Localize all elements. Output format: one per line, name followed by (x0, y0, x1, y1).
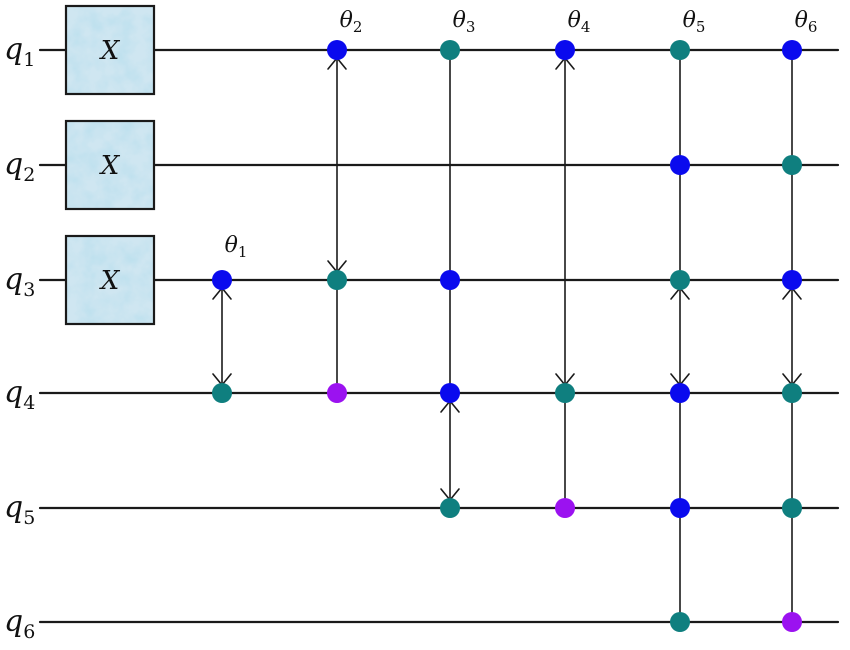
theta-symbol: θ (340, 8, 353, 33)
qubit-label-q4: q4 (4, 375, 35, 414)
dot-blue-q2-theta5 (670, 155, 690, 175)
dot-purple-q5-theta4 (555, 498, 575, 518)
qubit-label-q5: q5 (4, 490, 35, 529)
dot-blue-q5-theta5 (670, 498, 690, 518)
dot-teal-q1-theta5 (670, 40, 690, 60)
x-gate-label: X (99, 151, 121, 181)
dot-blue-q3-theta1 (212, 270, 232, 290)
dot-teal-q2-theta6 (782, 155, 802, 175)
theta-index: 4 (581, 18, 591, 36)
theta-label-3: θ3 (453, 8, 476, 36)
qubit-index: 5 (23, 507, 35, 529)
dot-blue-q4-theta3 (440, 383, 460, 403)
theta-label-1: θ1 (225, 233, 248, 261)
qubit-index: 3 (23, 279, 35, 301)
theta-index: 2 (353, 18, 363, 36)
qubit-index: 4 (23, 392, 35, 414)
x-gate-q3: X (64, 234, 156, 326)
x-gate-border (64, 119, 156, 211)
qubit-symbol: q (4, 604, 23, 639)
qubit-symbol: q (4, 147, 23, 182)
dot-blue-q4-theta5 (670, 383, 690, 403)
x-gate-border (64, 4, 156, 96)
qubit-wires (38, 48, 840, 624)
control-dots (212, 40, 802, 632)
x-gate-label: X (99, 266, 121, 296)
qubit-label-q6: q6 (4, 604, 35, 643)
qubit-label-q2: q2 (4, 147, 35, 186)
dot-blue-q1-theta4 (555, 40, 575, 60)
dot-teal-q3-theta2 (327, 270, 347, 290)
theta-symbol: θ (568, 8, 581, 33)
qubit-index: 6 (23, 621, 35, 643)
theta-index: 1 (238, 243, 248, 261)
qubit-index: 1 (23, 49, 35, 71)
qubit-symbol: q (4, 490, 23, 525)
qubit-label-q1: q1 (4, 32, 35, 71)
dot-teal-q4-theta1 (212, 383, 232, 403)
dot-teal-q6-theta5 (670, 612, 690, 632)
x-gate-q1: X (64, 4, 156, 96)
x-gate-texture (66, 6, 154, 94)
dot-purple-q6-theta6 (782, 612, 802, 632)
x-gate-texture (66, 236, 154, 324)
dot-teal-q3-theta5 (670, 270, 690, 290)
dot-blue-q3-theta6 (782, 270, 802, 290)
theta-symbol: θ (225, 233, 238, 258)
control-lines (212, 50, 802, 622)
dot-teal-q4-theta4 (555, 383, 575, 403)
theta-symbol: θ (683, 8, 696, 33)
x-gate-label: X (99, 36, 121, 66)
qubit-label-q3: q3 (4, 262, 35, 301)
dot-blue-q3-theta3 (440, 270, 460, 290)
dot-teal-q5-theta3 (440, 498, 460, 518)
x-gate-q2: X (64, 119, 156, 211)
theta-index: 5 (696, 18, 706, 36)
dot-teal-q1-theta3 (440, 40, 460, 60)
dot-teal-q4-theta6 (782, 383, 802, 403)
theta-label-4: θ4 (568, 8, 591, 36)
theta-symbol: θ (795, 8, 808, 33)
dot-blue-q1-theta6 (782, 40, 802, 60)
x-gates: X X X (64, 4, 156, 326)
qubit-symbol: q (4, 375, 23, 410)
x-gate-texture (66, 121, 154, 209)
theta-label-5: θ5 (683, 8, 706, 36)
qubit-symbol: q (4, 32, 23, 67)
x-gate-border (64, 234, 156, 326)
theta-index: 6 (808, 18, 818, 36)
dot-purple-q4-theta2 (327, 383, 347, 403)
theta-index: 3 (466, 18, 476, 36)
dot-teal-q5-theta6 (782, 498, 802, 518)
qubit-index: 2 (23, 164, 35, 186)
dot-blue-q1-theta2 (327, 40, 347, 60)
theta-symbol: θ (453, 8, 466, 33)
theta-label-6: θ6 (795, 8, 818, 36)
qubit-symbol: q (4, 262, 23, 297)
theta-label-2: θ2 (340, 8, 363, 36)
